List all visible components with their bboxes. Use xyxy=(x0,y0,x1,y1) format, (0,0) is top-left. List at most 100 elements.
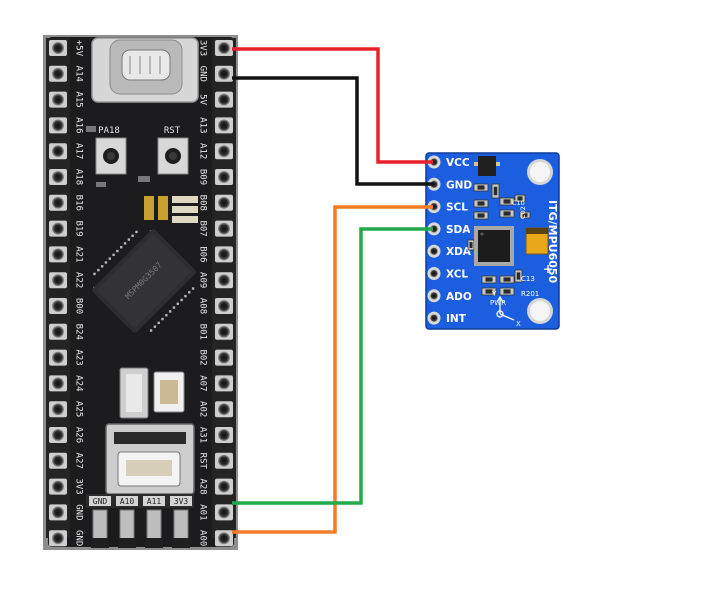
pin-hole xyxy=(218,532,230,545)
smd-part-body xyxy=(516,272,521,280)
chip-pin xyxy=(104,261,108,264)
chip-pin xyxy=(176,302,179,305)
chip-pin xyxy=(180,298,183,302)
sensor-pin-label: XCL xyxy=(446,269,468,281)
status-leds xyxy=(144,196,198,223)
bottom-header-pin xyxy=(119,509,135,541)
right-pin-label: B09 xyxy=(198,169,208,185)
pin-hole xyxy=(52,377,64,390)
wire-gnd-to-gnd xyxy=(232,76,433,186)
chip-pin xyxy=(116,249,119,253)
wires xyxy=(232,47,433,534)
sensor-pin-hole xyxy=(430,158,438,166)
bottom-pin-label: GND xyxy=(93,497,108,506)
pin-hole xyxy=(52,429,64,441)
pin-hole xyxy=(52,351,64,364)
chip-pin xyxy=(112,253,115,257)
chip-pin xyxy=(97,268,100,272)
right-pin-label: A01 xyxy=(198,504,208,520)
left-pin-label: A14 xyxy=(74,66,84,82)
left-pin-label: A18 xyxy=(74,169,84,185)
right-pin-label: A31 xyxy=(198,427,208,443)
left-pin-label: GND xyxy=(74,504,84,520)
smd-part-body xyxy=(469,242,473,248)
smd-part-body xyxy=(477,213,485,218)
smd-resistor xyxy=(86,126,96,132)
right-pin-label: B01 xyxy=(198,324,208,340)
pin-hole xyxy=(218,42,230,54)
pin-hole xyxy=(218,325,230,338)
right-pin-label: A13 xyxy=(198,117,208,133)
smd-part-body xyxy=(522,213,528,217)
chip-pin xyxy=(191,287,195,290)
label-c13: C13 xyxy=(521,275,535,283)
smd-resistor xyxy=(138,176,150,182)
bottom-label-plate xyxy=(170,496,192,506)
left-pin-label: A21 xyxy=(74,246,84,262)
bottom-pin-label: 3V3 xyxy=(174,497,189,506)
chip-pin xyxy=(93,272,96,276)
pin-hole xyxy=(52,274,64,287)
chip-pin xyxy=(127,238,131,241)
sensor-pin-label: GND xyxy=(446,179,472,191)
pin-hole xyxy=(52,93,64,106)
pin-hole xyxy=(52,248,64,261)
left-pin-label: B19 xyxy=(74,220,84,236)
chip-pin xyxy=(120,246,123,249)
pin-hole xyxy=(218,119,230,132)
pin-hole xyxy=(218,377,230,390)
chip-pin xyxy=(149,329,153,332)
right-pin-label: B02 xyxy=(198,349,208,365)
left-pin-label: GND xyxy=(74,530,84,546)
sensor-pin-label: XDA xyxy=(446,246,472,258)
pin-hole xyxy=(218,351,230,364)
sensor-title: ITG/MPU6050 xyxy=(546,200,559,284)
right-pin-label: A28 xyxy=(198,478,208,494)
mcu-board: +5VA14A15A16A17A18B16B19A21A22B00B24A23A… xyxy=(43,35,238,550)
pin-hole xyxy=(52,454,64,467)
chip-pin xyxy=(161,317,164,321)
right-pin-label: RST xyxy=(198,453,208,470)
bottom-label-plate xyxy=(89,496,111,506)
left-pin-label: +5V xyxy=(74,40,84,57)
bottom-header-pin xyxy=(146,509,162,541)
sensor-pin-hole xyxy=(430,291,438,300)
right-pin-label: A08 xyxy=(198,298,208,314)
smd-part-body xyxy=(485,289,493,294)
pin-hole xyxy=(218,403,230,416)
right-pin-label: A00 xyxy=(198,530,208,546)
right-pin-label: B07 xyxy=(198,220,208,236)
fpc-connector xyxy=(105,423,195,495)
button-label-pa18: PA18 xyxy=(98,126,120,136)
pin-hole xyxy=(218,300,230,312)
left-pin-label: A23 xyxy=(74,349,84,365)
button-rst xyxy=(157,137,189,175)
wire-a01-to-sda xyxy=(232,227,433,505)
smd-part-body xyxy=(477,185,485,190)
label-c10: C10 xyxy=(512,199,525,207)
pin-hole xyxy=(52,119,64,132)
smd-part-body xyxy=(503,199,511,204)
mounting-hole xyxy=(530,162,550,182)
right-pin-label: B08 xyxy=(198,195,208,211)
sensor-pin-hole xyxy=(430,224,438,233)
smd-part-body xyxy=(503,277,511,282)
left-pin-label: A24 xyxy=(74,375,84,391)
left-pin-label: 3V3 xyxy=(74,478,84,494)
left-pin-label: A27 xyxy=(74,453,84,469)
left-pin-label: A15 xyxy=(74,91,84,107)
bottom-label-plate xyxy=(143,496,165,506)
right-pin-label: 3V3 xyxy=(198,40,208,56)
smd-part-body xyxy=(503,289,511,294)
button-label-rst: RST xyxy=(164,126,181,136)
pin-hole xyxy=(218,93,230,106)
smd-part-body xyxy=(493,186,498,196)
right-pin-label: A02 xyxy=(198,401,208,417)
pin-hole xyxy=(218,506,230,519)
left-pin-label: A26 xyxy=(74,427,84,443)
bottom-header-base xyxy=(91,538,109,548)
bottom-label-plate xyxy=(116,496,138,506)
left-pin-column: +5VA14A15A16A17A18B16B19A21A22B00B24A23A… xyxy=(49,40,84,546)
